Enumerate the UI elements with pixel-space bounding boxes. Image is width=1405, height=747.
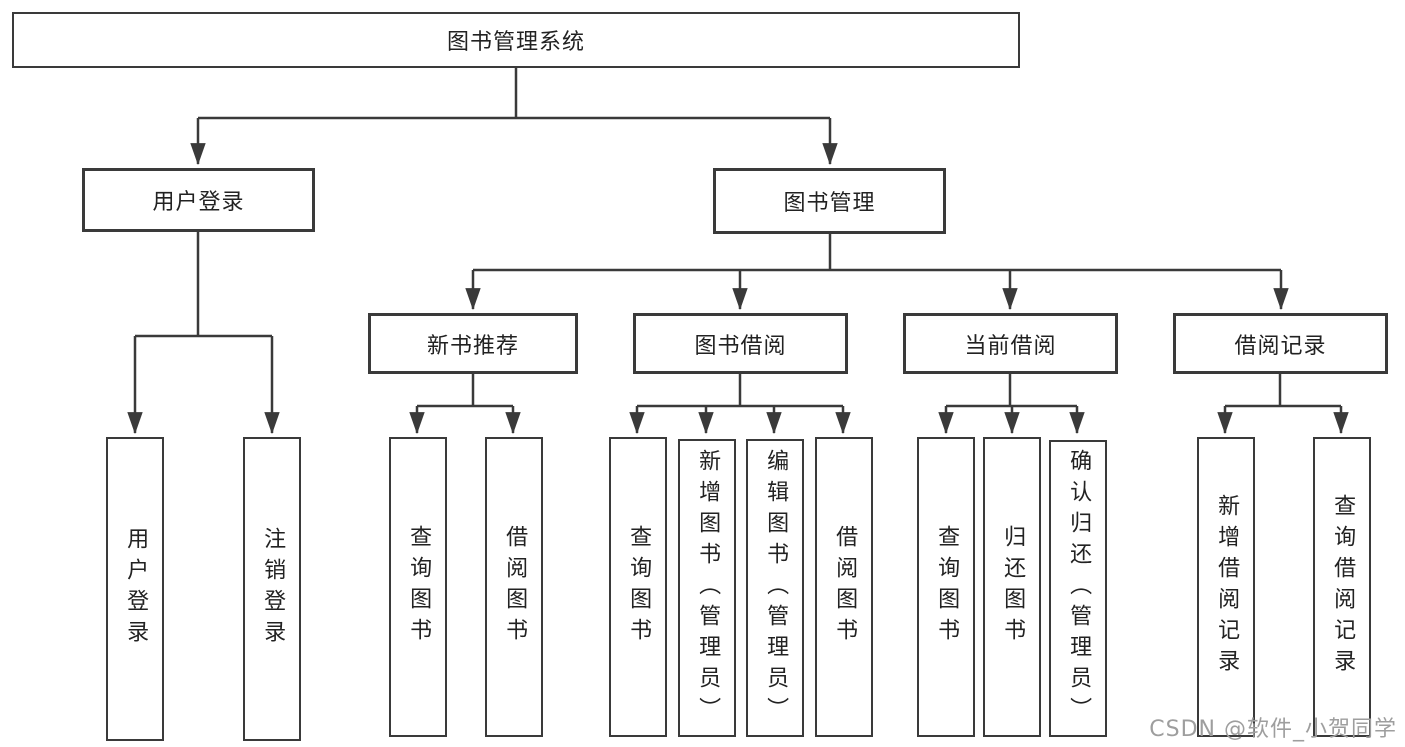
leaf-borrow-books-recommend: 借阅图书 [485,437,543,737]
leaf-query-books-current: 查询图书 [917,437,975,737]
leaf-confirm-return-admin: 确认归还（管理员） [1049,440,1107,737]
leaf-return-books: 归还图书 [983,437,1041,737]
leaf-borrow-books-label: 借阅图书 [832,525,858,649]
leaf-user-login-label: 用户登录 [123,527,149,651]
node-current-borrow: 当前借阅 [903,313,1118,374]
leaf-query-books-current-label: 查询图书 [934,525,960,649]
node-user-login: 用户登录 [82,168,315,232]
leaf-query-borrow-record-label: 查询借阅记录 [1330,494,1356,680]
node-borrow-records-label: 借阅记录 [1234,333,1327,359]
node-library-management-system: 图书管理系统 [12,12,1020,68]
node-user-login-label: 用户登录 [152,190,245,215]
node-new-book-recommend-label: 新书推荐 [426,333,519,359]
leaf-query-books-borrow: 查询图书 [609,437,667,737]
leaf-query-books-recommend: 查询图书 [389,437,447,737]
leaf-add-books-admin-label: 新增图书（管理员） [695,448,721,728]
leaf-add-borrow-record: 新增借阅记录 [1197,437,1255,737]
node-borrow-records: 借阅记录 [1173,313,1388,374]
leaf-query-borrow-record: 查询借阅记录 [1313,437,1371,737]
leaf-logout-login: 注销登录 [243,437,301,741]
node-new-book-recommend: 新书推荐 [368,313,578,374]
node-book-borrow-label: 图书借阅 [694,333,787,359]
leaf-edit-books-admin-label: 编辑图书（管理员） [763,448,789,728]
node-book-management-label: 图书管理 [783,191,876,216]
leaf-user-login: 用户登录 [106,437,164,741]
leaf-confirm-return-admin-label: 确认归还（管理员） [1066,449,1092,728]
node-current-borrow-label: 当前借阅 [964,333,1057,359]
node-book-management: 图书管理 [713,168,946,234]
watermark: CSDN @软件_小贺同学 [1149,717,1397,742]
leaf-borrow-books: 借阅图书 [815,437,873,737]
leaf-query-books-borrow-label: 查询图书 [626,525,652,649]
node-book-borrow: 图书借阅 [633,313,848,374]
leaf-query-books-recommend-label: 查询图书 [406,525,432,649]
leaf-add-borrow-record-label: 新增借阅记录 [1214,494,1240,680]
leaf-borrow-books-recommend-label: 借阅图书 [502,525,528,649]
leaf-edit-books-admin: 编辑图书（管理员） [746,439,804,737]
node-library-management-system-label: 图书管理系统 [446,30,585,55]
leaf-add-books-admin: 新增图书（管理员） [678,439,736,737]
leaf-return-books-label: 归还图书 [1000,525,1026,649]
leaf-logout-login-label: 注销登录 [260,527,286,651]
